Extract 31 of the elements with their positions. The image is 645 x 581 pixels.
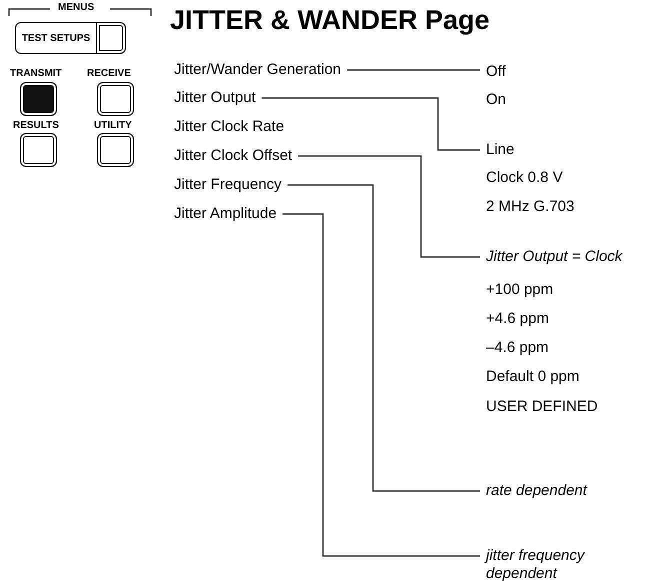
leader-line xyxy=(282,213,480,557)
menu-item-text: Jitter Amplitude xyxy=(168,205,283,223)
option-text: 2 MHz G.703 xyxy=(485,198,576,216)
panel-heading: MENUS xyxy=(58,1,94,15)
leader-line xyxy=(262,97,480,151)
option-text: +100 ppm xyxy=(485,281,554,299)
option-text: On xyxy=(485,91,508,109)
leader-line xyxy=(347,69,480,71)
key-label: TRANSMIT xyxy=(10,67,62,81)
option-text: USER DEFINED xyxy=(485,398,599,416)
menu-item-text: Jitter Clock Offset xyxy=(168,147,298,165)
menu-item-text: Jitter Output = Clock xyxy=(480,248,628,266)
leader-line xyxy=(298,155,480,258)
menu-item-text: Jitter Clock Rate xyxy=(173,118,286,136)
menu-item-text: Jitter Output xyxy=(168,89,262,107)
key-label: UTILITY xyxy=(94,119,132,133)
menu-item-text: Off xyxy=(480,63,512,81)
option-text: –4.6 ppm xyxy=(485,339,550,357)
menu-button: TEST SETUPS xyxy=(15,22,97,54)
option-text: Clock 0.8 V xyxy=(485,169,564,187)
leader-line xyxy=(288,184,480,492)
menu-item-text: Jitter Frequency xyxy=(168,176,288,194)
menu-item-text: Line xyxy=(480,141,520,159)
option-text: Default 0 ppm xyxy=(485,368,580,386)
key-label: RESULTS xyxy=(13,119,59,133)
menu-item-text: jitter frequency dependent xyxy=(480,547,620,581)
option-text: +4.6 ppm xyxy=(485,310,550,328)
page-title: JITTER & WANDER Page xyxy=(170,4,490,36)
menu-item-text: Jitter/Wander Generation xyxy=(168,61,348,79)
menu-item-text: rate dependent xyxy=(480,482,593,500)
key-label: RECEIVE xyxy=(87,67,131,81)
